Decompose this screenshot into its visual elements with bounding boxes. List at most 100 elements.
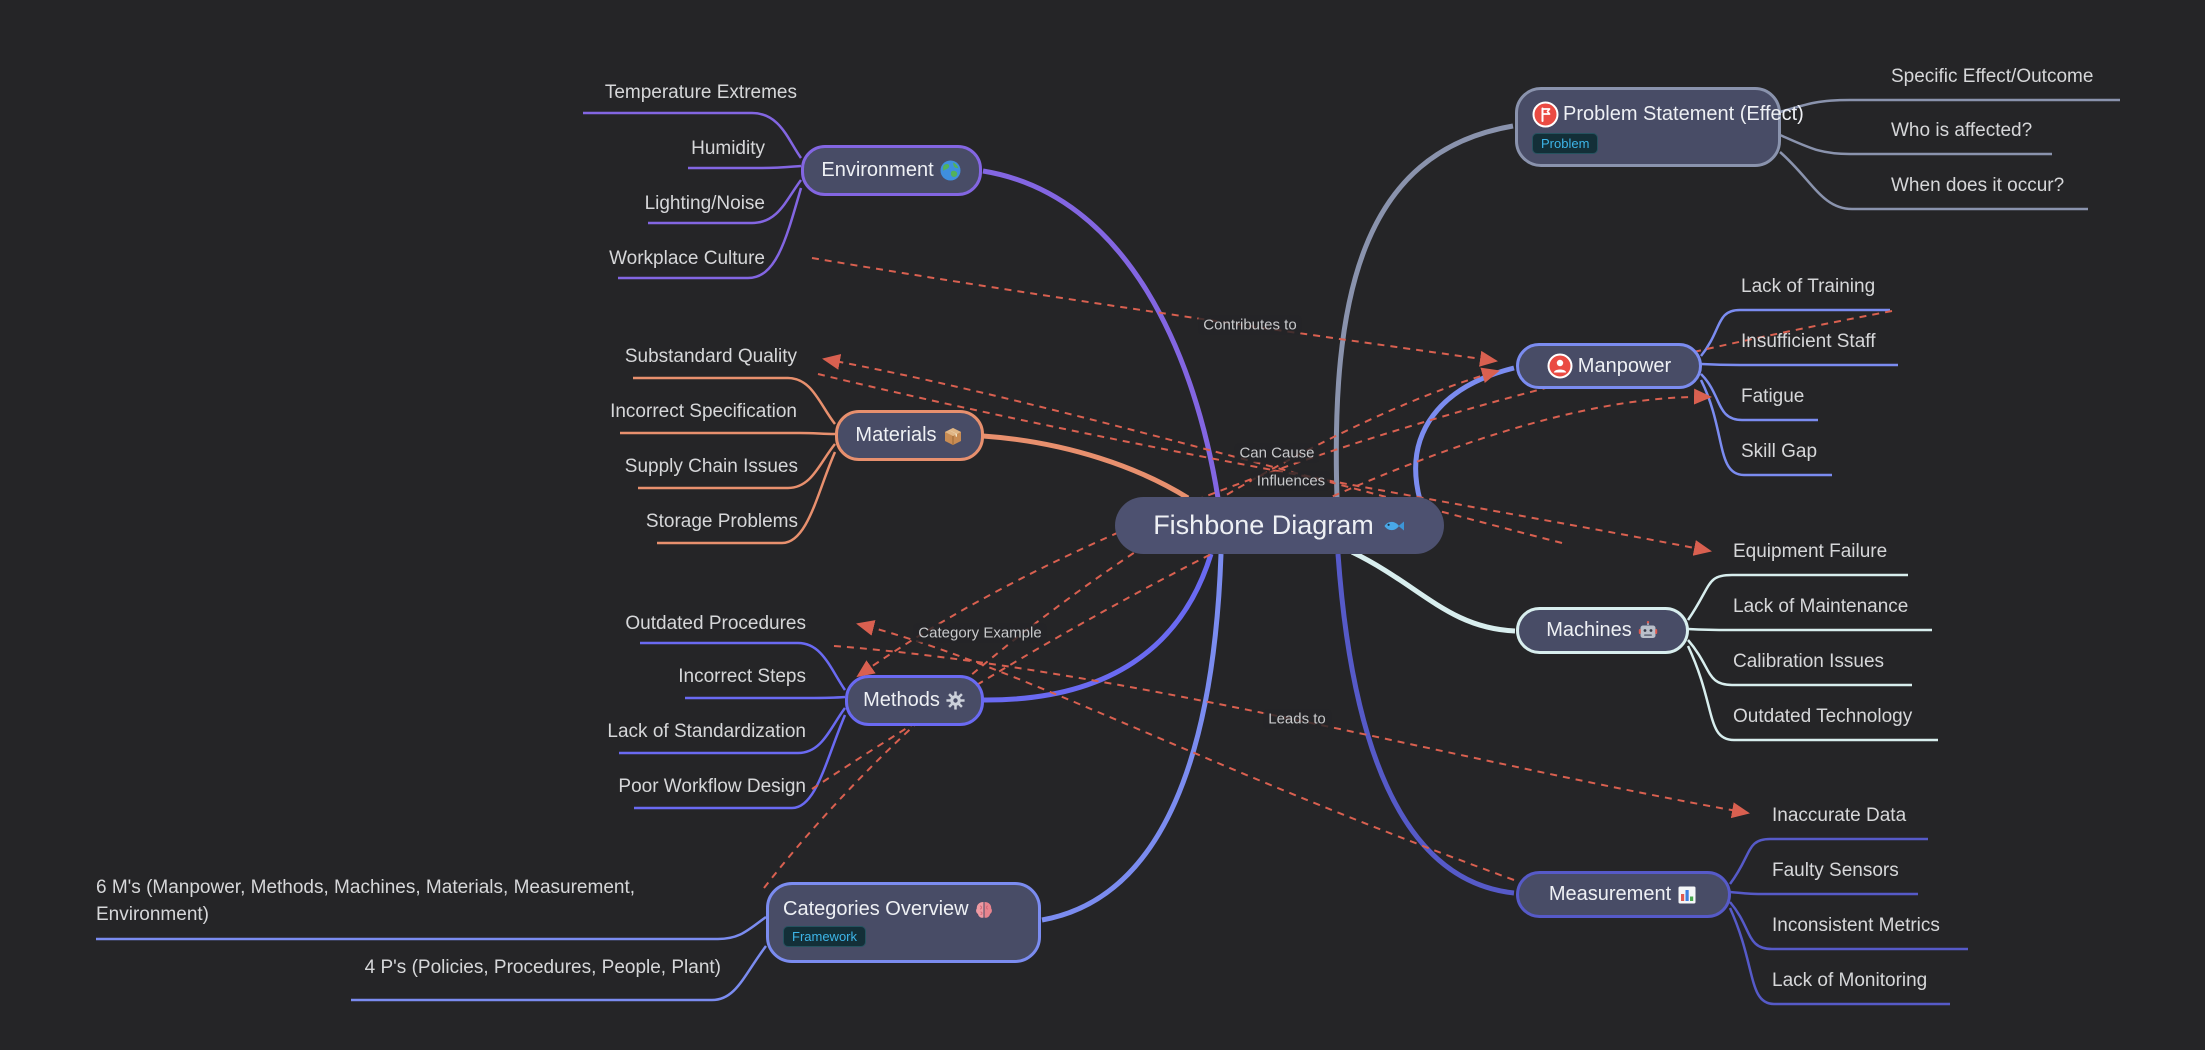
- node-measurement-label: Measurement: [1548, 883, 1672, 905]
- leaf-line: [1686, 645, 1938, 742]
- leaf-connectors-machines: [1686, 573, 1938, 742]
- leaf-who-is-affected[interactable]: Who is affected?: [1891, 120, 2033, 141]
- leaf-storage-problems[interactable]: Storage Problems: [645, 511, 798, 532]
- leaf-line: [1779, 151, 2088, 211]
- leaf-supply-chain-issues[interactable]: Supply Chain Issues: [624, 456, 798, 477]
- leaf-connectors-categories: [96, 915, 767, 1002]
- edge-label-category-example: Category Example: [913, 623, 1047, 643]
- leaf-line: [1729, 890, 1918, 896]
- edge-label-leads-to: Leads to: [1263, 709, 1331, 729]
- node-machines-label: Machines: [1546, 619, 1632, 641]
- leaf-inaccurate-data[interactable]: Inaccurate Data: [1772, 805, 1907, 826]
- leaf-line: [618, 187, 803, 280]
- leaf-humidity[interactable]: Humidity: [691, 138, 765, 159]
- problem-badge: Problem: [1532, 132, 1599, 154]
- leaf-substandard-quality[interactable]: Substandard Quality: [624, 346, 797, 367]
- leaf-inconsistent-metrics[interactable]: Inconsistent Metrics: [1772, 915, 1940, 936]
- leaf-line: [648, 179, 803, 225]
- center-node-fishbone-diagram[interactable]: Fishbone Diagram: [1115, 497, 1444, 554]
- leaf-insufficient-staff[interactable]: Insufficient Staff: [1741, 331, 1876, 352]
- node-machines[interactable]: Machines: [1516, 607, 1689, 654]
- leaf-four-ps[interactable]: 4 P's (Policies, Procedures, People, Pla…: [364, 957, 721, 978]
- leaf-outdated-technology[interactable]: Outdated Technology: [1733, 706, 1913, 727]
- leaf-line: [1687, 639, 1912, 687]
- leaf-line: [1728, 907, 1950, 1006]
- framework-badge: Framework: [783, 926, 867, 947]
- gear-icon: [945, 690, 966, 711]
- leaf-lighting-noise[interactable]: Lighting/Noise: [644, 193, 765, 214]
- leaf-line: [1729, 837, 1928, 885]
- flag-icon: [1532, 101, 1559, 128]
- leaf-connectors-measurement: [1728, 837, 1968, 1006]
- link-machines-to-substandard-quality: [822, 354, 1563, 544]
- link-categories-overview-to-manpower: [763, 367, 1500, 889]
- leaf-fatigue[interactable]: Fatigue: [1741, 386, 1805, 407]
- brain-icon: [973, 899, 995, 921]
- branch-curve-methods: [982, 553, 1214, 703]
- leaf-line: [1686, 573, 1908, 621]
- leaf-lack-of-training[interactable]: Lack of Training: [1741, 276, 1876, 297]
- node-problem-statement[interactable]: Problem Statement (Effect) Problem: [1515, 87, 1804, 167]
- node-categories-overview[interactable]: Categories Overview Framework: [766, 882, 1041, 963]
- leaf-outdated-procedures[interactable]: Outdated Procedures: [625, 613, 806, 634]
- leaf-connectors-manpower: [1699, 308, 1898, 477]
- leaf-line: [1779, 98, 2120, 114]
- leaf-connectors-environment: [583, 111, 803, 280]
- leaf-line: [640, 641, 847, 691]
- leaf-line: [619, 707, 847, 755]
- leaf-connectors-methods: [619, 641, 847, 810]
- leaf-line: [657, 451, 837, 545]
- leaf-calibration-issues[interactable]: Calibration Issues: [1733, 651, 1885, 672]
- leaf-lack-of-monitoring[interactable]: Lack of Monitoring: [1772, 970, 1928, 991]
- leaf-workplace-culture[interactable]: Workplace Culture: [609, 248, 765, 269]
- leaf-line: [634, 714, 847, 810]
- leaf-lack-of-standardization[interactable]: Lack of Standardization: [607, 721, 806, 742]
- edge-label-can-cause: Can Cause: [1234, 443, 1320, 463]
- branch-curves: [982, 123, 1516, 923]
- leaf-connectors-problem: [1779, 98, 2120, 211]
- leaf-specific-effect-outcome[interactable]: Specific Effect/Outcome: [1891, 66, 2094, 87]
- leaf-equipment-failure[interactable]: Equipment Failure: [1733, 541, 1888, 562]
- leaf-line: [1700, 308, 1890, 357]
- leaf-line: [1729, 901, 1968, 951]
- leaf-temperature-extremes[interactable]: Temperature Extremes: [604, 82, 797, 103]
- node-problem-statement-label: Problem Statement (Effect): [1563, 102, 1804, 125]
- node-categories-overview-label: Categories Overview: [783, 898, 969, 920]
- leaf-line: [638, 443, 836, 490]
- link-measurement-to-outdated-procedures: [856, 620, 1515, 881]
- node-materials[interactable]: Materials: [835, 410, 984, 461]
- leaf-line: [685, 695, 846, 700]
- leaf-line: [583, 111, 803, 159]
- node-methods[interactable]: Methods: [845, 675, 984, 726]
- leaf-faulty-sensors[interactable]: Faulty Sensors: [1772, 860, 1899, 881]
- leaf-when-does-it-occur[interactable]: When does it occur?: [1891, 175, 2065, 196]
- leaf-connectors: [96, 98, 2120, 1006]
- branch-curve-measurement: [1335, 553, 1515, 896]
- person-icon: [1547, 353, 1573, 379]
- leaf-six-ms[interactable]: 6 M's (Manpower, Methods, Machines, Mate…: [96, 877, 636, 925]
- branch-curve-machines: [1350, 549, 1516, 634]
- link-outdated-procedures-to-inaccurate-data: [833, 645, 1750, 819]
- leaf-lack-of-maintenance[interactable]: Lack of Maintenance: [1733, 596, 1909, 617]
- leaf-line: [620, 431, 836, 436]
- node-measurement[interactable]: Measurement: [1516, 871, 1731, 918]
- leaf-poor-workflow-design[interactable]: Poor Workflow Design: [618, 776, 806, 797]
- node-manpower[interactable]: Manpower: [1516, 343, 1702, 389]
- node-methods-label: Methods: [863, 689, 940, 711]
- link-lack-of-training-to-incorrect-steps: [856, 310, 1893, 678]
- cross-links: [763, 257, 1893, 889]
- branch-curve-problem: [1333, 123, 1514, 499]
- leaf-line: [1700, 373, 1818, 422]
- center-node-label: Fishbone Diagram: [1153, 510, 1374, 540]
- branch-curve-materials: [982, 433, 1190, 501]
- node-environment[interactable]: Environment: [801, 145, 982, 196]
- leaf-skill-gap[interactable]: Skill Gap: [1741, 441, 1818, 462]
- link-workplace-culture-to-manpower: [811, 257, 1498, 367]
- leaf-incorrect-specification[interactable]: Incorrect Specification: [610, 401, 797, 422]
- leaf-incorrect-steps[interactable]: Incorrect Steps: [678, 666, 806, 687]
- leaf-line: [1687, 627, 1932, 632]
- branch-curve-manpower: [1413, 365, 1515, 501]
- earth-icon: [939, 159, 962, 182]
